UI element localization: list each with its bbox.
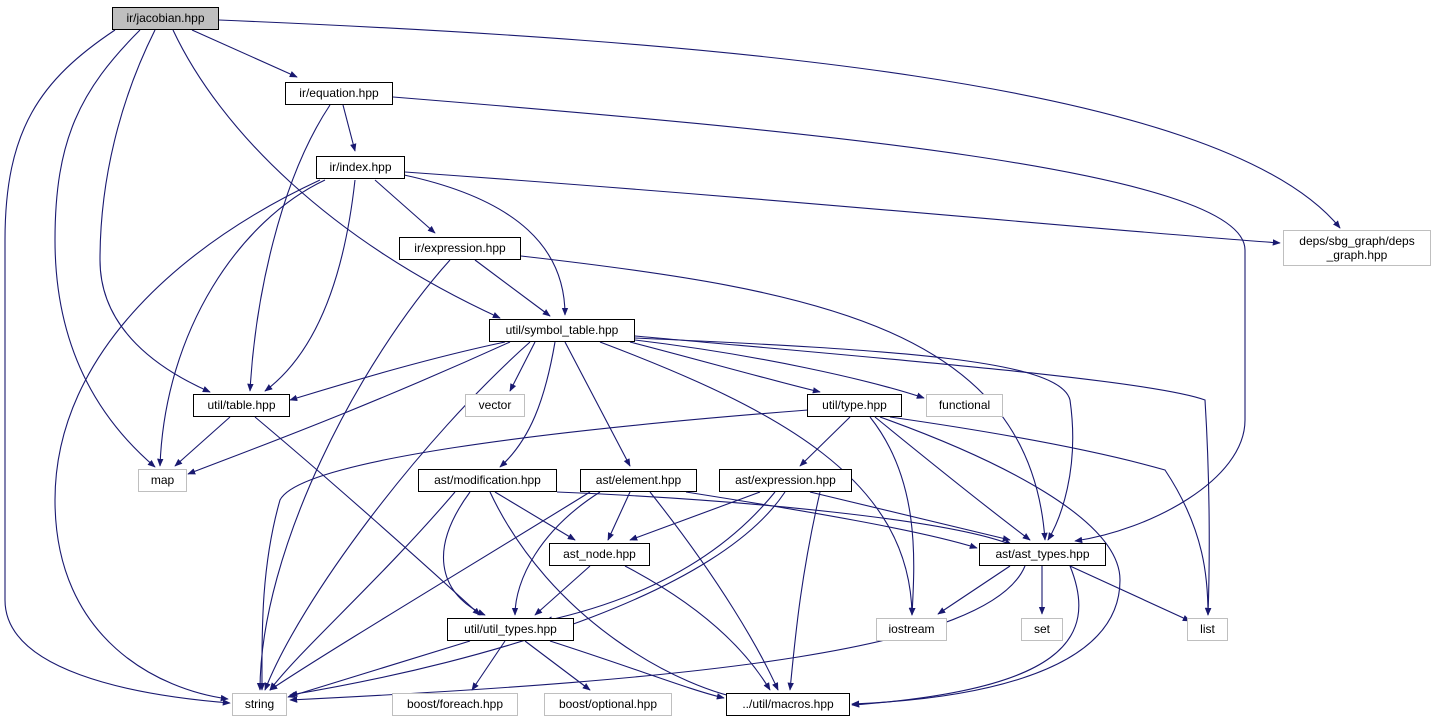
edge-expression-symbol-table — [474, 259, 551, 317]
edge-modification-util-types — [443, 491, 486, 616]
node-list: list — [1187, 618, 1228, 641]
node-ast-modification[interactable]: ast/modification.hpp — [418, 469, 557, 492]
edge-table-util-types — [254, 416, 481, 616]
edge-element-util-types — [511, 491, 601, 616]
node-ir-jacobian[interactable]: ir/jacobian.hpp — [112, 7, 219, 30]
edge-type-macros — [851, 416, 1121, 707]
node-ast-node[interactable]: ast_node.hpp — [549, 543, 650, 566]
deps-graph-label-line2: _graph.hpp — [1326, 248, 1388, 262]
node-ast-types[interactable]: ast/ast_types.hpp — [979, 543, 1106, 566]
node-set: set — [1021, 618, 1063, 641]
node-boost-foreach: boost/foreach.hpp — [392, 693, 518, 716]
edge-element-string — [269, 491, 591, 691]
edge-expression-ast-types — [520, 255, 1048, 541]
node-string: string — [232, 693, 287, 716]
edge-symbol-table-vector — [509, 341, 536, 392]
edge-jacobian-string — [4, 29, 231, 706]
edge-element-ast-node — [607, 491, 631, 541]
edge-modification-string — [269, 491, 456, 691]
edge-ast-types-macros — [851, 565, 1080, 708]
edge-symbol-table-element — [564, 341, 631, 467]
edge-symbol-table-table — [289, 341, 506, 401]
edge-ast-node-macros — [624, 565, 771, 691]
edge-symbol-table-string — [264, 341, 531, 691]
edge-jacobian-symbol-table — [172, 29, 501, 319]
edge-util-types-string — [287, 640, 471, 698]
edge-symbol-table-ast-types — [634, 337, 1074, 541]
node-util-macros[interactable]: ../util/macros.hpp — [726, 693, 850, 716]
edge-symbol-table-modification — [499, 341, 556, 468]
node-util-type[interactable]: util/type.hpp — [807, 394, 902, 417]
edge-index-symbol-table — [403, 174, 569, 316]
edge-equation-index — [342, 104, 357, 152]
edge-jacobian-equation — [191, 29, 298, 78]
edge-type-iostream — [869, 416, 916, 616]
node-map: map — [138, 469, 187, 492]
edge-type-ast-expression — [799, 416, 851, 467]
edge-util-types-foreach — [471, 640, 506, 691]
edge-element-macros — [649, 491, 779, 691]
node-util-table[interactable]: util/table.hpp — [193, 394, 290, 417]
edge-jacobian-map — [54, 29, 156, 468]
edge-symbol-table-iostream — [599, 341, 916, 616]
edge-index-table — [264, 179, 356, 392]
node-ir-index[interactable]: ir/index.hpp — [316, 156, 405, 179]
edge-util-types-macros — [549, 640, 725, 700]
node-ast-expression[interactable]: ast/expression.hpp — [719, 469, 852, 492]
edge-ast-node-util-types — [534, 565, 591, 616]
edge-symbol-table-list — [634, 335, 1212, 616]
edge-jacobian-deps-graph — [218, 19, 1341, 229]
deps-graph-label-line1: deps/sbg_graph/deps — [1299, 234, 1415, 248]
node-util-util-types[interactable]: util/util_types.hpp — [447, 618, 574, 641]
edge-index-deps-graph — [404, 171, 1281, 246]
edge-equation-ast-types — [392, 96, 1246, 544]
edge-element-ast-types — [685, 491, 978, 549]
edge-ast-expression-util-types — [544, 491, 776, 623]
node-functional: functional — [926, 394, 1003, 417]
edge-ast-types-iostream — [937, 565, 1011, 615]
node-ir-expression[interactable]: ir/expression.hpp — [399, 237, 521, 260]
node-deps-graph: deps/sbg_graph/deps _graph.hpp — [1283, 230, 1431, 266]
edge-ast-expression-macros — [787, 491, 821, 691]
edge-modification-macros — [489, 491, 751, 703]
edge-index-map — [157, 179, 326, 467]
edge-expression-string — [256, 259, 451, 691]
edge-index-expression — [374, 179, 436, 234]
node-util-symbol-table[interactable]: util/symbol_table.hpp — [489, 319, 635, 342]
edge-type-ast-types — [874, 416, 1031, 541]
node-ir-equation[interactable]: ir/equation.hpp — [285, 82, 393, 105]
dependency-edges — [4, 19, 1341, 708]
edge-ast-types-list — [1069, 565, 1191, 622]
edge-jacobian-table — [99, 29, 211, 393]
edge-table-map — [174, 416, 231, 467]
edge-ast-expression-ast-node — [629, 491, 761, 541]
node-vector: vector — [465, 394, 525, 417]
edge-ast-expression-string — [289, 491, 786, 697]
edge-ast-expression-ast-types — [809, 491, 1011, 542]
edge-symbol-table-type — [629, 341, 821, 394]
node-iostream: iostream — [876, 618, 947, 641]
edge-index-string — [54, 179, 321, 702]
edge-modification-ast-node — [494, 491, 576, 541]
edge-symbol-table-functional — [634, 339, 925, 399]
node-ast-element[interactable]: ast/element.hpp — [580, 469, 697, 492]
edge-type-string — [258, 409, 809, 691]
edge-symbol-table-map — [187, 341, 511, 475]
node-boost-optional: boost/optional.hpp — [544, 693, 672, 716]
edge-ast-types-string — [289, 565, 1026, 703]
edge-type-list — [889, 416, 1212, 616]
edge-equation-table — [247, 104, 331, 392]
edge-util-types-optional — [524, 640, 591, 691]
edge-modification-ast-types — [556, 491, 1013, 546]
